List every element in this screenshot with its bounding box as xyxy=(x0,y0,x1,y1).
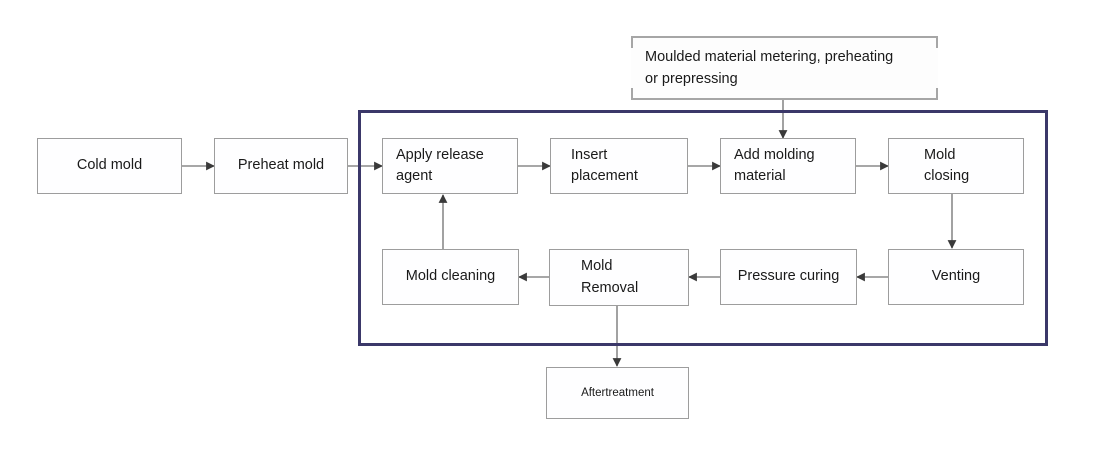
node-aftertreatment[interactable]: Aftertreatment xyxy=(546,367,689,419)
note-text: Moulded material metering, preheating or… xyxy=(645,49,894,88)
node-mold-closing-label: Mold closing xyxy=(924,146,970,184)
node-mold-removal[interactable]: Mold Removal xyxy=(549,249,689,306)
node-insert-placement-label: Insert placement xyxy=(571,146,638,184)
note-border-bottom xyxy=(631,98,938,100)
node-add-molding-material[interactable]: Add molding material xyxy=(720,138,856,194)
node-mold-cleaning-label: Mold cleaning xyxy=(405,268,496,285)
note-border-left-bottom xyxy=(631,88,633,100)
node-pressure-curing-label: Pressure curing xyxy=(737,268,840,285)
note-border-right-top xyxy=(936,36,938,48)
node-venting-label: Venting xyxy=(931,268,981,285)
note-border-top xyxy=(631,36,938,38)
node-mold-cleaning[interactable]: Mold cleaning xyxy=(382,249,519,305)
node-preheat-mold[interactable]: Preheat mold xyxy=(214,138,348,194)
node-venting[interactable]: Venting xyxy=(888,249,1024,305)
node-cold-mold-label: Cold mold xyxy=(76,157,143,174)
node-aftertreatment-label: Aftertreatment xyxy=(581,386,654,399)
node-apply-release-agent[interactable]: Apply release agent xyxy=(382,138,518,194)
node-pressure-curing[interactable]: Pressure curing xyxy=(720,249,857,305)
node-add-molding-material-label: Add molding material xyxy=(734,146,815,184)
node-insert-placement[interactable]: Insert placement xyxy=(550,138,688,194)
node-mold-closing[interactable]: Mold closing xyxy=(888,138,1024,194)
node-cold-mold[interactable]: Cold mold xyxy=(37,138,182,194)
node-mold-removal-label: Mold Removal xyxy=(581,258,639,296)
note-border-right-bottom xyxy=(936,88,938,100)
note-border-left-top xyxy=(631,36,633,48)
node-preheat-mold-label: Preheat mold xyxy=(237,157,325,174)
molding-cycle-group xyxy=(358,110,1048,346)
node-apply-release-agent-label: Apply release agent xyxy=(396,146,484,184)
note-box-moulded-material: Moulded material metering, preheating or… xyxy=(631,36,938,100)
